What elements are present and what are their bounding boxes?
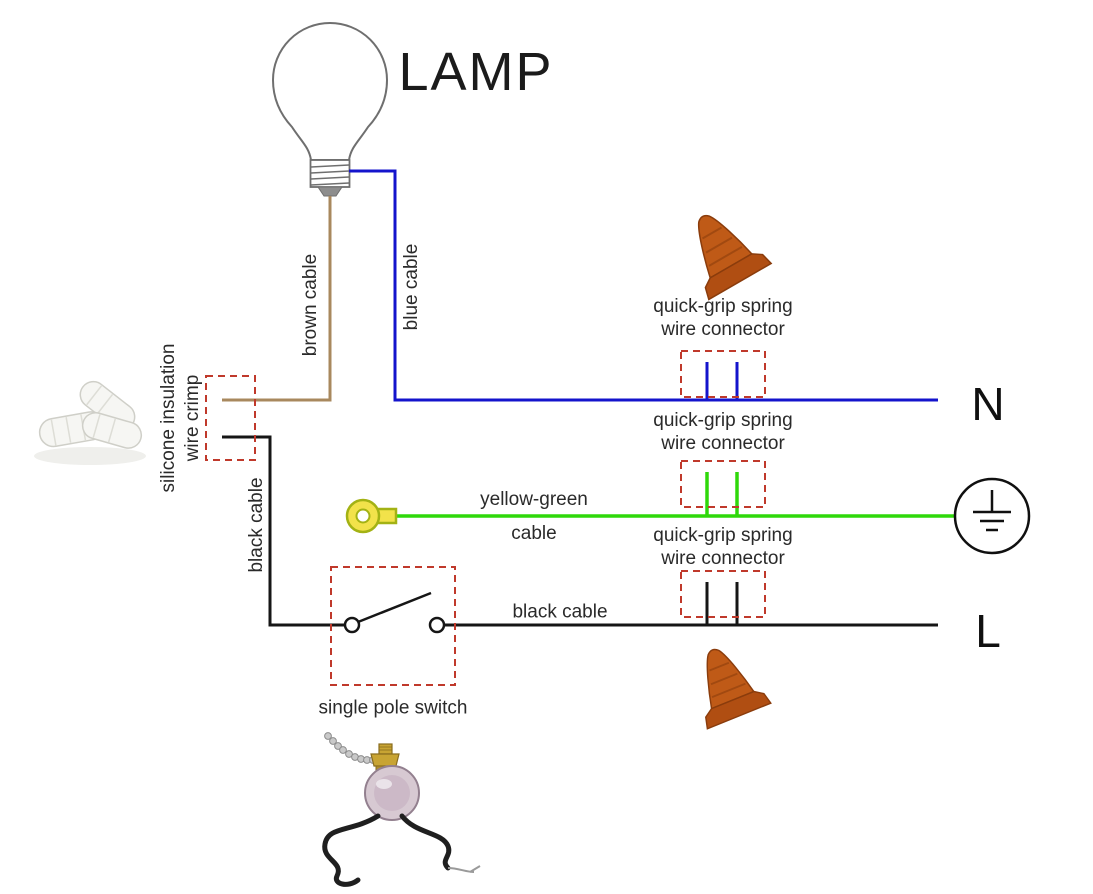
brown-wire — [222, 196, 332, 402]
blue-cable-label: blue cable — [401, 243, 422, 331]
connector-2-label: quick-grip spring wire connector — [653, 409, 792, 455]
ceramic-crimps-image — [34, 380, 146, 465]
connector-box-1 — [680, 350, 766, 398]
lamp-title: LAMP — [398, 42, 554, 102]
neutral-terminal-label: N — [971, 378, 1005, 430]
brown-cable-label: brown cable — [300, 253, 321, 357]
black-wire — [222, 435, 938, 627]
yellow-green-cable-label-line2: cable — [511, 523, 557, 544]
line-terminal-label: L — [975, 605, 1001, 657]
connector-box-3 — [680, 570, 766, 618]
connector-1-label: quick-grip spring wire connector — [653, 295, 792, 341]
silicone-crimp-label-line2: wire crimp — [182, 374, 203, 462]
connector-box-2 — [680, 460, 766, 508]
black-cable-vertical-label: black cable — [246, 477, 267, 573]
single-pole-switch-label: single pole switch — [318, 697, 468, 719]
green-wire — [394, 472, 955, 518]
crimp-box — [205, 375, 256, 461]
connector-2-label-line2: wire connector — [661, 433, 785, 454]
switch-box — [330, 566, 456, 686]
silicone-crimp-label-line1: silicone insulation — [158, 343, 179, 493]
silicone-crimp-label: silicone insulation wire crimp — [157, 344, 205, 493]
connector-3-label: quick-grip spring wire connector — [653, 524, 792, 570]
pull-chain-switch-image — [322, 732, 481, 887]
wire-nut-icon-top — [697, 214, 773, 301]
yellow-green-cable-label: yellow-green cable — [480, 483, 588, 551]
connector-1-label-line1: quick-grip spring — [653, 296, 793, 317]
ground-symbol-icon — [953, 477, 1031, 555]
wire-nut-icon-bottom — [705, 648, 772, 730]
blue-wire — [349, 169, 938, 402]
black-cable-horizontal-label: black cable — [512, 601, 608, 623]
light-bulb-icon — [271, 22, 389, 197]
connector-3-label-line1: quick-grip spring — [653, 525, 793, 546]
ring-terminal-icon — [345, 498, 398, 534]
connector-1-label-line2: wire connector — [661, 319, 785, 340]
switch-symbol — [343, 591, 446, 634]
yellow-green-cable-label-line1: yellow-green — [480, 489, 588, 510]
connector-3-label-line2: wire connector — [661, 548, 785, 569]
connector-2-label-line1: quick-grip spring — [653, 410, 793, 431]
